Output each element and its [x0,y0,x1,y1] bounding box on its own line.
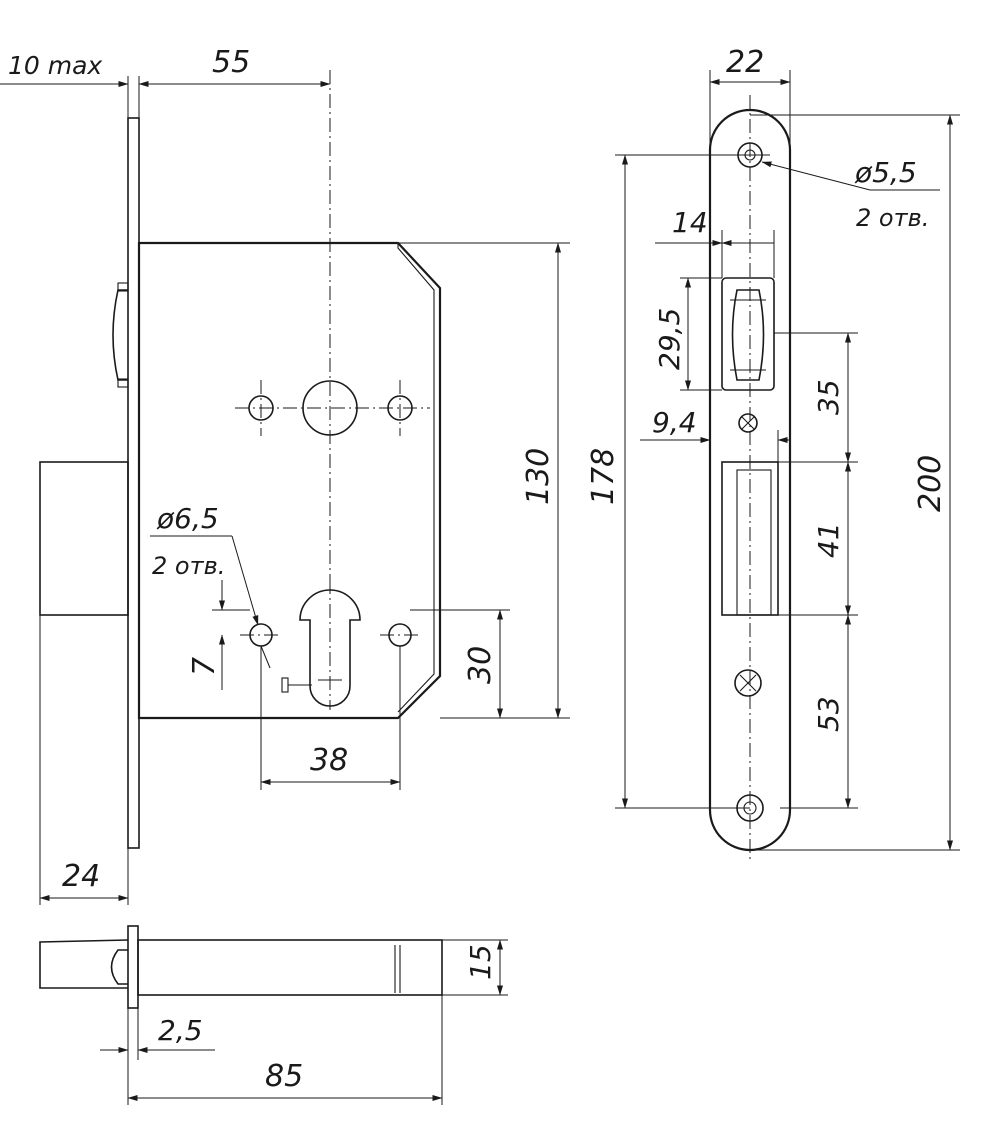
latch-tongue [112,289,128,381]
cylinder-cutout [299,589,361,707]
dim-24: 24 [62,859,100,894]
dim-hole-dia: ø6,5 [156,502,219,535]
lock-case [137,241,442,720]
side-faceplate [127,925,139,1009]
dim-15: 15 [464,944,497,980]
dim-130: 130 [521,448,556,505]
dim-strike-hole-dia: ø5,5 [854,156,917,189]
dim-strike-hole-count: 2 отв. [856,204,929,232]
lock-front-view: 10 max 55 24 130 30 38 7 ø6,5 2 отв. [0,45,570,905]
strike-plate-view: 22 200 178 ø5,5 2 отв. 14 29,5 9,4 [586,45,960,860]
dim-35: 35 [812,379,845,415]
dim-14: 14 [672,206,708,239]
latch-opening [721,277,775,391]
dim-53: 53 [812,696,845,732]
dim-29-5: 29,5 [653,308,686,370]
side-body [137,939,443,996]
dim-85: 85 [265,1059,303,1094]
deadbolt [39,461,129,616]
dim-30: 30 [463,646,498,684]
dim-38: 38 [310,743,348,778]
dim-2-5: 2,5 [158,1014,203,1047]
dim-10max: 10 max [8,51,102,80]
dim-9-4: 9,4 [652,406,697,439]
dim-178: 178 [586,448,621,505]
lock-side-view: 15 2,5 85 [39,925,508,1105]
dim-200: 200 [913,455,948,512]
faceplate [127,117,140,849]
strike-plate [708,108,792,852]
dim-22: 22 [726,45,764,80]
dim-hole-count: 2 отв. [152,552,225,580]
dim-41: 41 [812,522,845,558]
dim-55: 55 [212,45,250,80]
dim-7: 7 [187,657,222,676]
